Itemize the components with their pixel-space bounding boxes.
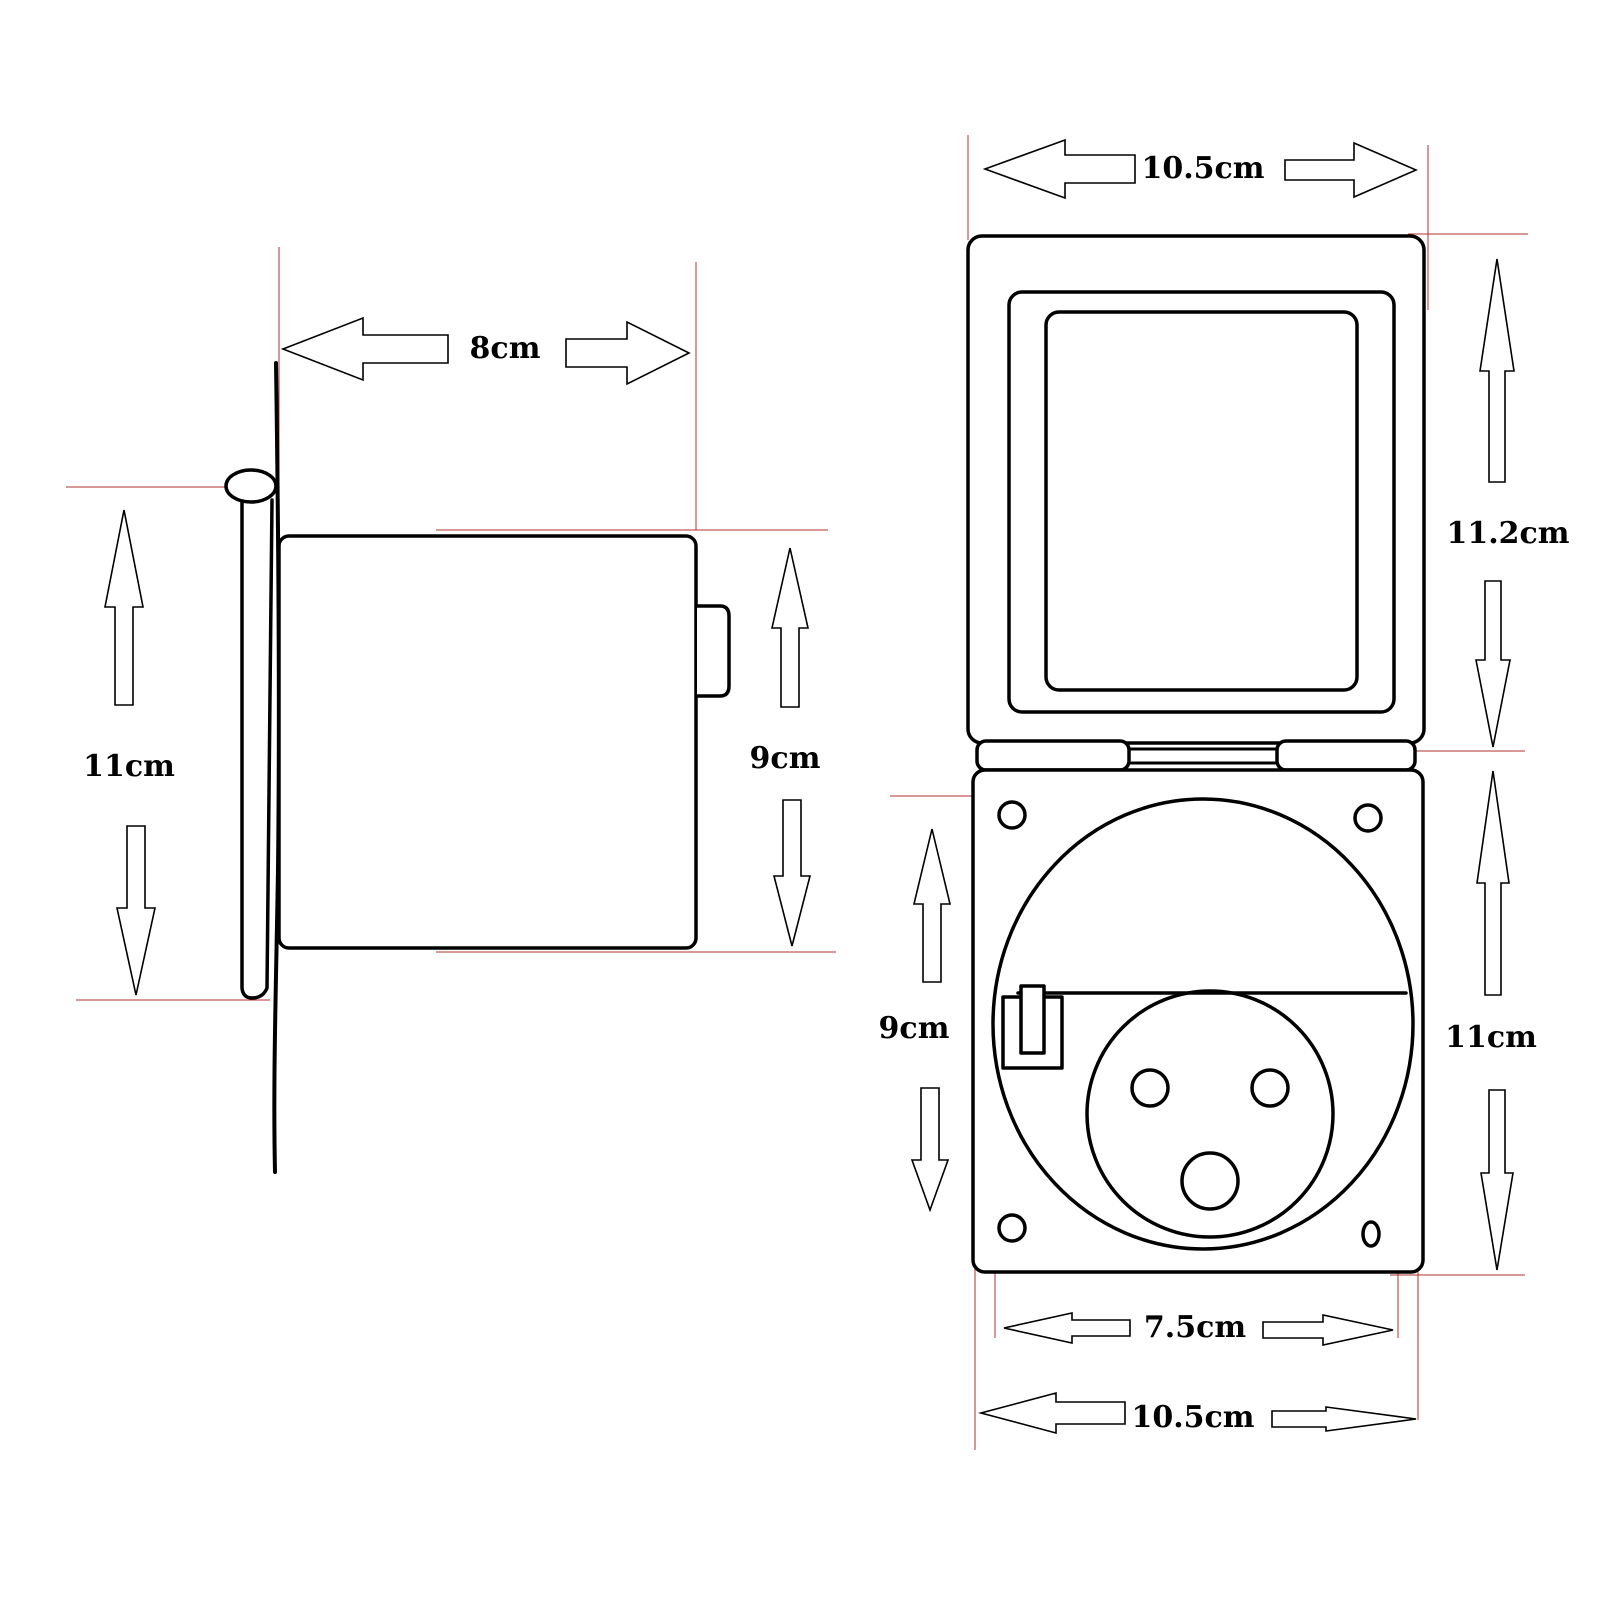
- depth-dimension-label: 8cm: [469, 331, 541, 366]
- hinge-left: [975, 739, 1131, 772]
- flange-height-dimension-label: 11cm: [83, 749, 175, 784]
- body-height-arrow-down: [772, 799, 812, 947]
- circle-width-dimension-label: 7.5cm: [1143, 1310, 1247, 1345]
- pin-hole: [1130, 1068, 1170, 1108]
- front-view: [966, 234, 1426, 1274]
- body-height-arrow-up: [771, 547, 809, 708]
- screw-hole: [997, 800, 1027, 830]
- base-height-dimension-label: 11cm: [1445, 1020, 1537, 1055]
- pin-hole: [1250, 1068, 1290, 1108]
- depth-arrow-left: [280, 316, 449, 382]
- pin-hole: [1180, 1151, 1240, 1211]
- top-width-dimension-label: 10.5cm: [1141, 151, 1265, 186]
- base-height-arrow-up: [1476, 770, 1510, 996]
- circle-width-arrow-right: [1262, 1314, 1394, 1346]
- xlr-socket: [1085, 989, 1335, 1239]
- bottom-width-arrow-right: [1271, 1406, 1417, 1432]
- bottom-width-arrow-left: [977, 1391, 1126, 1435]
- lid-window: [1044, 310, 1359, 692]
- flange-height-arrow-up: [104, 509, 144, 706]
- lid-height-dimension-label: 11.2cm: [1446, 516, 1570, 551]
- flange-knob: [224, 468, 278, 504]
- dimension-arrows: [104, 138, 1515, 1435]
- body-height-dimension-label: 9cm: [749, 741, 821, 776]
- body: [277, 534, 698, 950]
- lid-height-arrow-up: [1479, 258, 1515, 483]
- rear-clip: [695, 604, 731, 698]
- latch-inner: [1019, 984, 1046, 1055]
- circle-height-dimension-label: 9cm: [878, 1011, 950, 1046]
- base-plate: [971, 768, 1425, 1274]
- side-view: [224, 361, 731, 1174]
- lid-middle: [1007, 290, 1396, 714]
- circle-height-arrow-up: [912, 828, 952, 983]
- circle-width-arrow-left: [1003, 1312, 1131, 1344]
- depth-arrow-right: [565, 320, 691, 386]
- bottom-width-dimension-label: 10.5cm: [1131, 1400, 1255, 1435]
- screw-hole: [1361, 1220, 1381, 1248]
- screw-hole: [997, 1213, 1027, 1243]
- flange-height-arrow-down: [116, 825, 156, 996]
- circle-height-arrow-down: [910, 1087, 950, 1213]
- socket-housing: [991, 797, 1415, 1251]
- top-width-arrow-left: [982, 138, 1136, 200]
- hinge-right: [1275, 739, 1417, 772]
- top-width-arrow-right: [1284, 141, 1419, 199]
- screw-hole: [1353, 803, 1383, 833]
- flange: [240, 498, 274, 1000]
- base-height-arrow-down: [1480, 1089, 1514, 1271]
- lid-height-arrow-down: [1475, 580, 1511, 748]
- lid-outer: [966, 234, 1426, 745]
